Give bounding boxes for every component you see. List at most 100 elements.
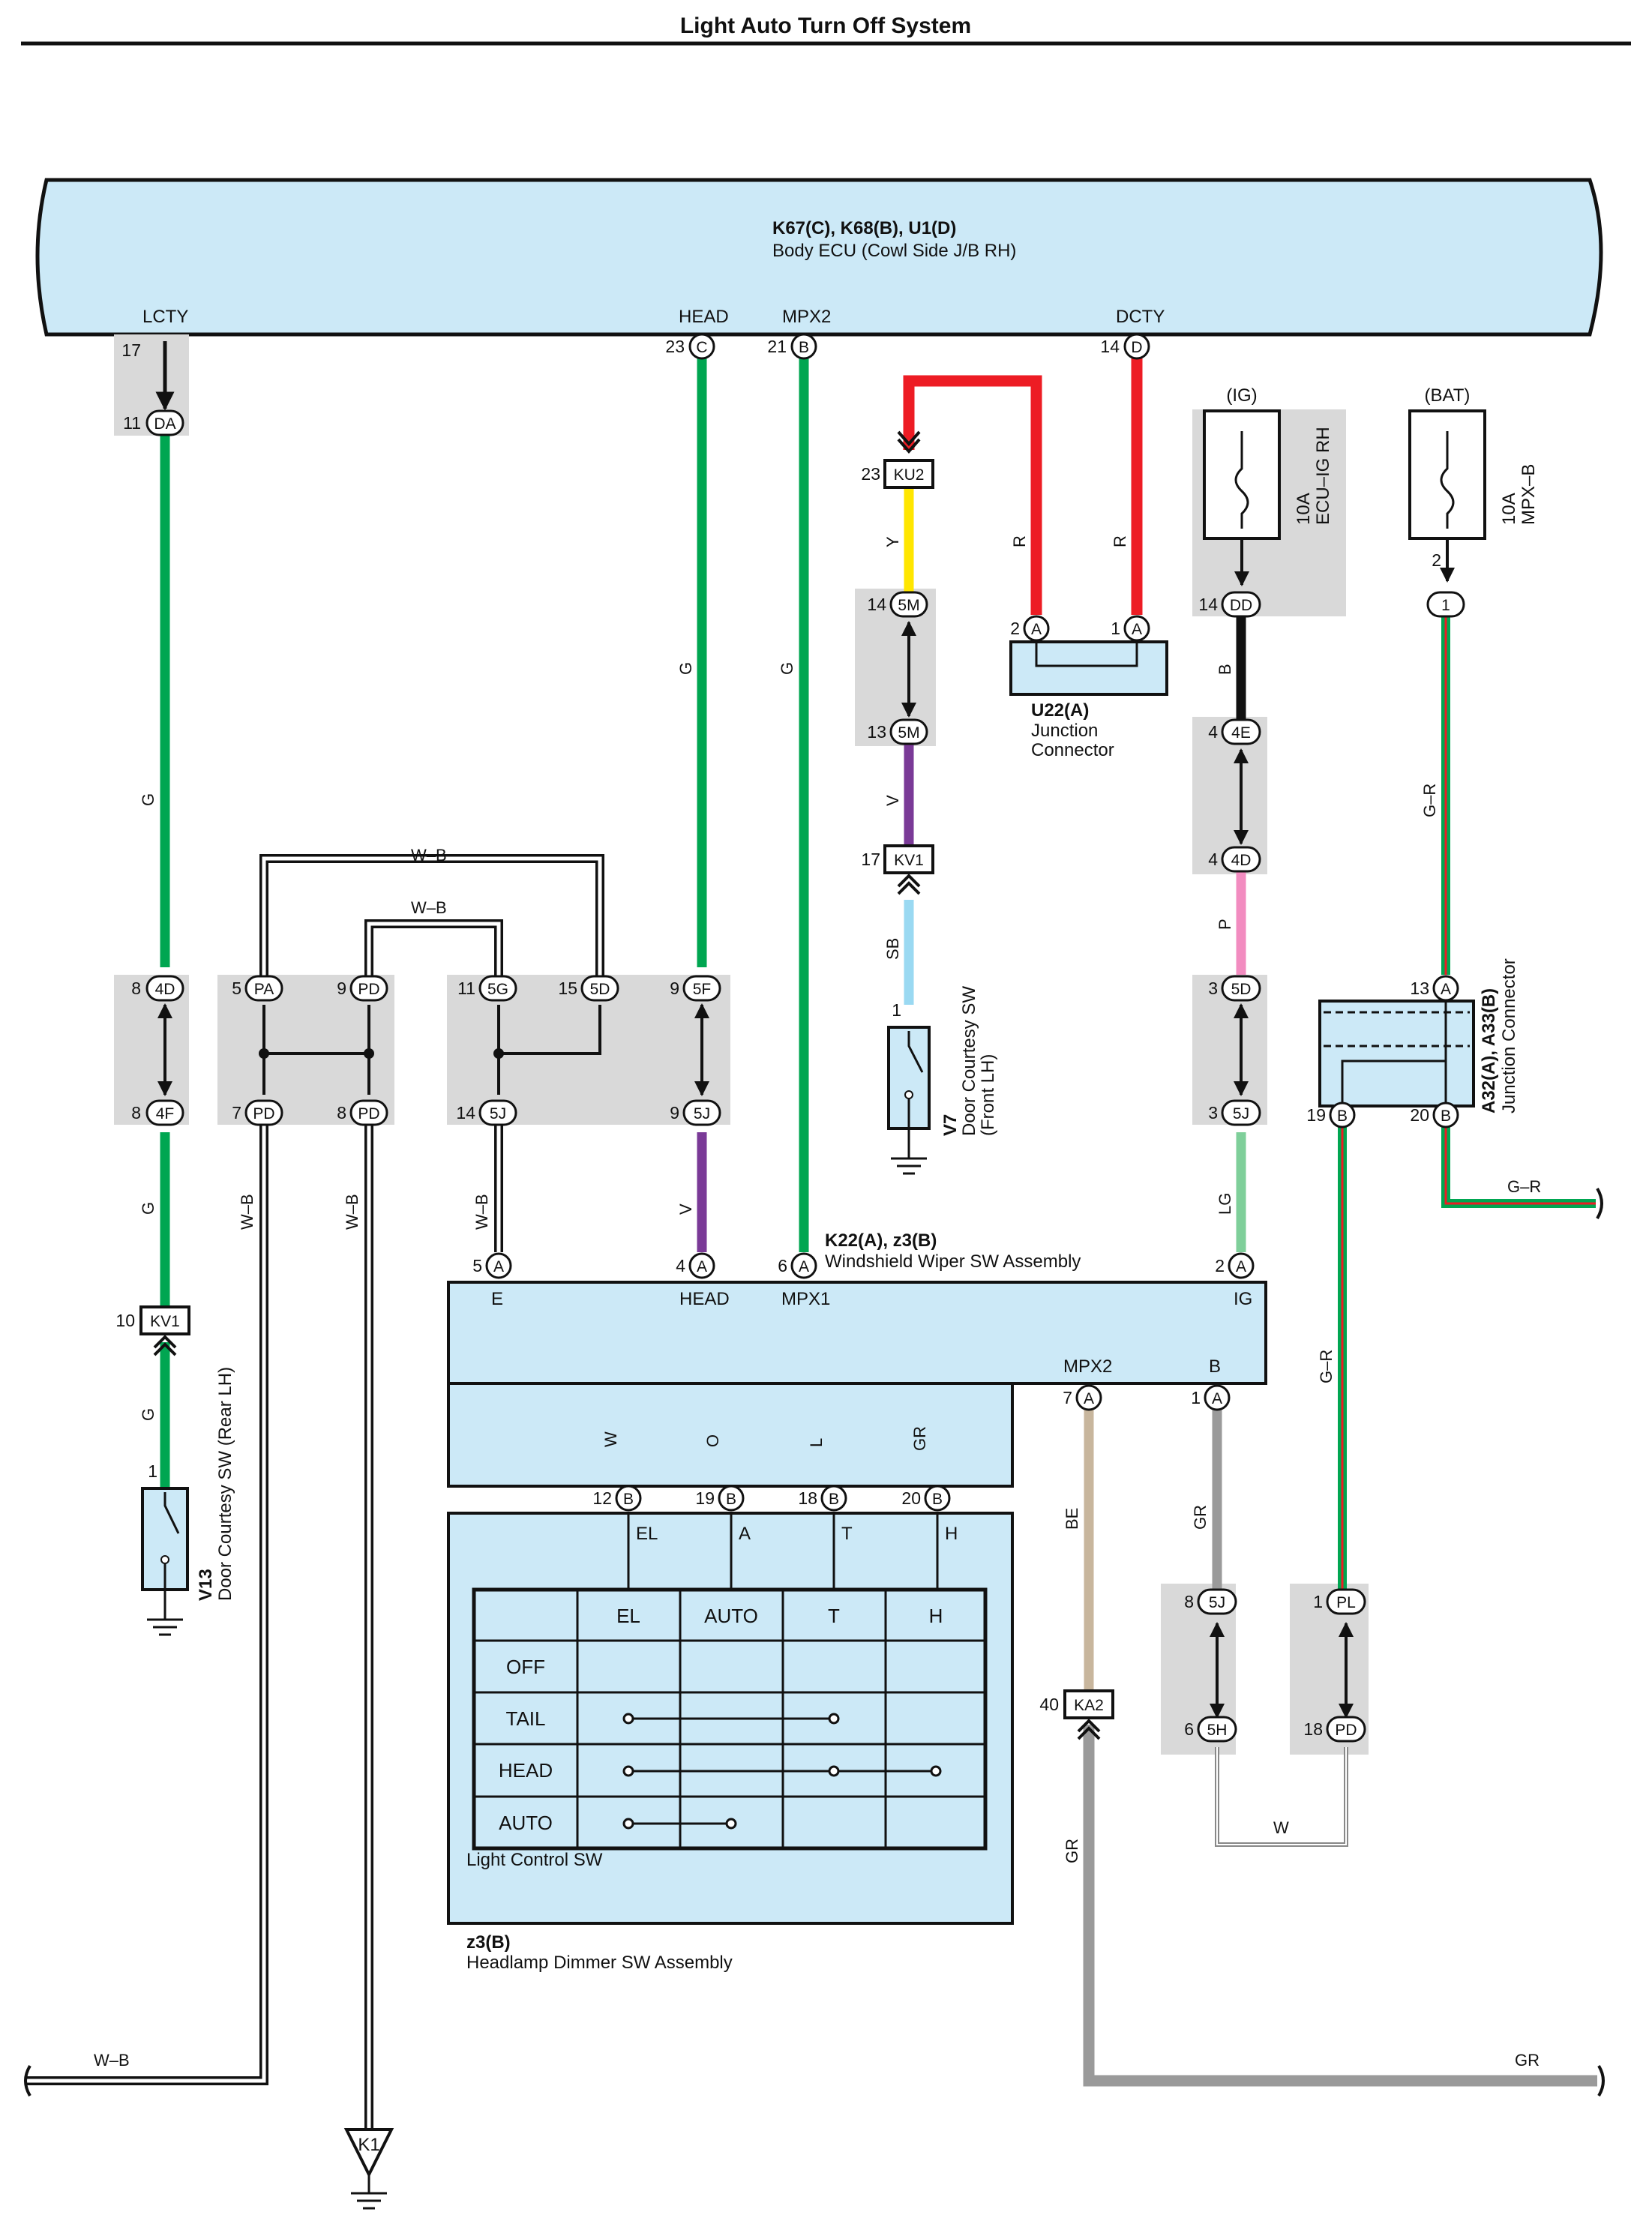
svg-text:5: 5 xyxy=(232,979,241,998)
terminal-head: HEAD xyxy=(679,307,729,327)
svg-text:11: 11 xyxy=(123,413,141,433)
conn-5j-gr: 5J xyxy=(1209,1594,1225,1611)
svg-text:18: 18 xyxy=(798,1488,817,1508)
col-el: EL xyxy=(616,1605,640,1627)
fuse-bat-rating: 10A xyxy=(1499,493,1519,525)
conn-b-dimmer-20: B xyxy=(932,1491,943,1508)
dimmer-sw-id: z3(B) xyxy=(466,1932,511,1953)
conn-5d-top: 5D xyxy=(590,981,610,998)
conn-5j-left: 5J xyxy=(490,1105,506,1122)
ground-rear xyxy=(147,1590,183,1636)
conn-b-dimmer-18: B xyxy=(829,1491,839,1508)
svg-text:6: 6 xyxy=(1184,1719,1194,1739)
svg-text:7: 7 xyxy=(232,1103,241,1122)
u22-id: U22(A) xyxy=(1031,700,1089,721)
pin-numbers: 17 11 23 21 14 8 8 5 7 9 8 11 14 15 9 9 … xyxy=(115,337,1441,1739)
conn-b-mpx2: B xyxy=(799,339,809,356)
conn-ku2: KU2 xyxy=(894,466,925,484)
conn-a-wiper-b: A xyxy=(1212,1390,1222,1407)
svg-text:1: 1 xyxy=(1313,1592,1323,1611)
conn-b-a32-19: B xyxy=(1337,1108,1348,1125)
wiper-sw-id: K22(A), z3(B) xyxy=(825,1230,937,1251)
svg-text:7: 7 xyxy=(1063,1388,1072,1407)
wiper-terminal-head: HEAD xyxy=(679,1289,730,1309)
a32-name: Junction Connector xyxy=(1499,958,1519,1114)
wiper-sw-box xyxy=(447,1281,1267,1385)
conn-5j-ig: 5J xyxy=(1233,1105,1249,1122)
svg-text:1: 1 xyxy=(148,1461,157,1481)
terminal-dcty: DCTY xyxy=(1116,307,1165,327)
door-sw-rear-id: V13 xyxy=(196,1569,216,1601)
svg-text:15: 15 xyxy=(558,979,577,998)
svg-text:V: V xyxy=(676,1203,695,1215)
svg-text:G: G xyxy=(139,1202,157,1215)
wiper-terminal-mpx1: MPX1 xyxy=(781,1289,830,1309)
dimmer-sw-name: Headlamp Dimmer SW Assembly xyxy=(466,1953,733,1973)
col-t: T xyxy=(828,1605,840,1627)
wiper-terminal-ig: IG xyxy=(1234,1289,1252,1309)
ground-front xyxy=(891,1128,927,1175)
door-sw-front-contact xyxy=(907,1031,924,1128)
fuse-ig-header: (IG) xyxy=(1226,385,1257,406)
conn-pd-right: PD xyxy=(358,1105,379,1122)
svg-text:SB: SB xyxy=(883,938,902,960)
conn-4e: 4E xyxy=(1231,724,1251,742)
conn-4d: 4D xyxy=(155,981,175,998)
wiper-terminal-e: E xyxy=(491,1289,503,1309)
conn-a-a32: A xyxy=(1441,981,1451,998)
door-sw-front-line1: Door Courtesy SW xyxy=(959,986,979,1136)
svg-text:GR: GR xyxy=(1191,1505,1210,1530)
conn-a-wiper-ig: A xyxy=(1236,1258,1246,1275)
wiper-terminal-mpx2: MPX2 xyxy=(1063,1356,1112,1377)
col-h: H xyxy=(929,1605,943,1627)
svg-text:8: 8 xyxy=(337,1103,346,1122)
table-connections xyxy=(628,1717,936,1825)
ground-k1-label: K1 xyxy=(358,2135,379,2155)
u22-line2: Connector xyxy=(1031,740,1114,760)
dimmer-terminal-a: A xyxy=(739,1524,751,1544)
door-sw-front-line2: (Front LH) xyxy=(978,1054,998,1136)
conn-kv1-front: KV1 xyxy=(894,852,924,869)
conn-dd: DD xyxy=(1230,597,1252,614)
svg-text:1: 1 xyxy=(892,1000,901,1020)
conn-da: DA xyxy=(154,415,175,433)
dimmer-terminal-el: EL xyxy=(636,1524,658,1544)
svg-text:G: G xyxy=(139,1408,157,1421)
fuse-bat-element xyxy=(1440,431,1455,529)
u22-line1: Junction xyxy=(1031,721,1098,741)
svg-text:4: 4 xyxy=(1208,850,1218,869)
terminal-lcty: LCTY xyxy=(142,307,188,327)
svg-text:G: G xyxy=(778,662,796,675)
svg-text:GR: GR xyxy=(1515,2051,1540,2070)
svg-text:8: 8 xyxy=(1184,1592,1194,1611)
light-control-label: Light Control SW xyxy=(466,1850,603,1870)
conn-bat-1: 1 xyxy=(1441,597,1450,614)
conn-4d-ig: 4D xyxy=(1231,852,1252,869)
svg-text:14: 14 xyxy=(1198,595,1218,614)
inline-chevrons xyxy=(153,430,1101,1740)
conn-5m-bottom: 5M xyxy=(898,724,919,742)
svg-text:W–B: W–B xyxy=(343,1194,361,1230)
row-head: HEAD xyxy=(499,1759,553,1782)
terminal-mpx2: MPX2 xyxy=(782,307,831,327)
u22-link xyxy=(1035,628,1138,667)
fuse-ig-name: ECU–IG RH xyxy=(1313,427,1333,525)
conn-d: D xyxy=(1131,339,1142,356)
wire-label-l: L xyxy=(807,1438,826,1447)
svg-text:R: R xyxy=(1010,535,1029,547)
inline-connector-boxes xyxy=(139,459,1114,1719)
page-title: Light Auto Turn Off System xyxy=(680,13,971,38)
svg-text:21: 21 xyxy=(767,337,787,356)
conn-5g: 5G xyxy=(487,981,508,998)
svg-text:13: 13 xyxy=(1410,979,1429,998)
conn-b-a32-20: B xyxy=(1441,1108,1451,1125)
conn-c: C xyxy=(696,339,707,356)
conn-5j-head: 5J xyxy=(694,1105,710,1122)
wire-color-labels: G G G G G V Y R R V SB B P LG G–R G–R G–… xyxy=(94,535,1541,2070)
svg-text:P: P xyxy=(1216,919,1234,930)
conn-a-wiper-head: A xyxy=(697,1258,707,1275)
svg-text:17: 17 xyxy=(861,850,880,869)
svg-text:11: 11 xyxy=(457,979,475,998)
conn-ka2: KA2 xyxy=(1074,1697,1104,1714)
svg-text:10: 10 xyxy=(115,1311,135,1330)
